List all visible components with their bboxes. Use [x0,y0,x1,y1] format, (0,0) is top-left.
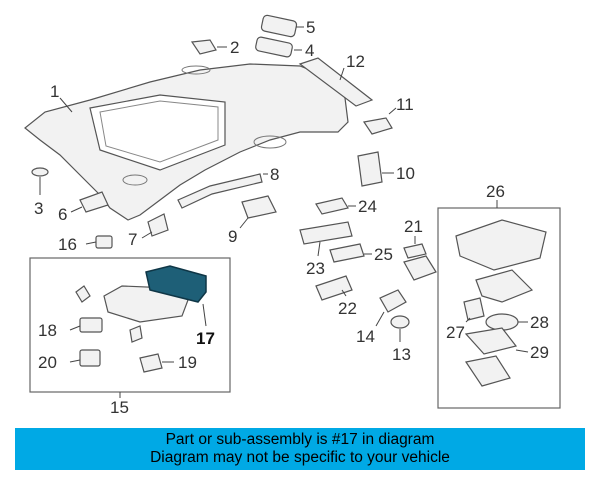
part-17-highlight[interactable] [145,265,207,303]
part-22-bracket [315,275,353,301]
part-8-grab-handle [177,173,268,209]
part-10-trim [357,151,394,187]
callout-26: 26 [486,182,505,201]
callout-27: 27 [446,323,465,342]
parts-diagram: 1 2 3 4 5 6 7 8 9 10 11 12 13 14 15 16 1… [24,14,561,417]
callout-23: 23 [306,259,325,278]
overhead-console-group-box [437,200,561,409]
part-6-bracket [70,191,109,213]
part-21-bracket [403,236,427,259]
part-21-lamp-housing [403,255,437,281]
callout-10: 10 [396,164,415,183]
callout-17[interactable]: 17 [196,329,215,348]
callout-28: 28 [530,313,549,332]
callout-20: 20 [38,353,57,372]
part-7-bracket [141,213,169,239]
callout-19: 19 [178,353,197,372]
callout-8: 8 [270,165,279,184]
callout-22: 22 [338,299,357,318]
callout-15: 15 [110,398,129,417]
part-4-lamp-lens [255,36,302,58]
callout-9: 9 [228,227,237,246]
callout-7: 7 [128,230,137,249]
callout-11: 11 [396,95,414,114]
callout-25: 25 [374,245,393,264]
part-3-cap [31,167,49,195]
callout-2: 2 [230,38,239,57]
callout-21: 21 [404,217,423,236]
callout-14: 14 [356,327,375,346]
callout-16: 16 [58,235,77,254]
callout-24: 24 [358,197,377,216]
callout-4: 4 [305,41,314,60]
callout-13: 13 [392,345,411,364]
part-23-bracket [299,221,353,257]
part-16-clip [85,235,113,249]
part-14-lamp [375,289,407,327]
callout-29: 29 [530,343,549,362]
part-2-clip [190,39,227,55]
part-5-lamp [260,14,304,38]
part-25-bracket [329,243,372,263]
part-13-cap [390,315,410,342]
callout-18: 18 [38,321,57,340]
callout-6: 6 [58,205,67,224]
callout-3: 3 [34,199,43,218]
part-11-bracket [362,107,397,135]
callout-12: 12 [346,52,365,71]
callout-1: 1 [50,82,59,101]
part-9-bracket [239,195,277,229]
part-24-cover [315,197,356,215]
info-banner: Part or sub-assembly is #17 in diagram D… [15,428,585,470]
callout-5: 5 [306,18,315,37]
callout-labels: 1 2 3 4 5 6 7 8 9 10 11 12 13 14 15 16 1… [34,18,549,417]
part-1-headliner [24,63,349,221]
sun-visor-group-box [29,257,231,398]
banner-line-1: Part or sub-assembly is #17 in diagram [165,431,435,448]
banner-line-2: Diagram may not be specific to your vehi… [150,449,450,466]
part-12-rail [298,57,374,107]
